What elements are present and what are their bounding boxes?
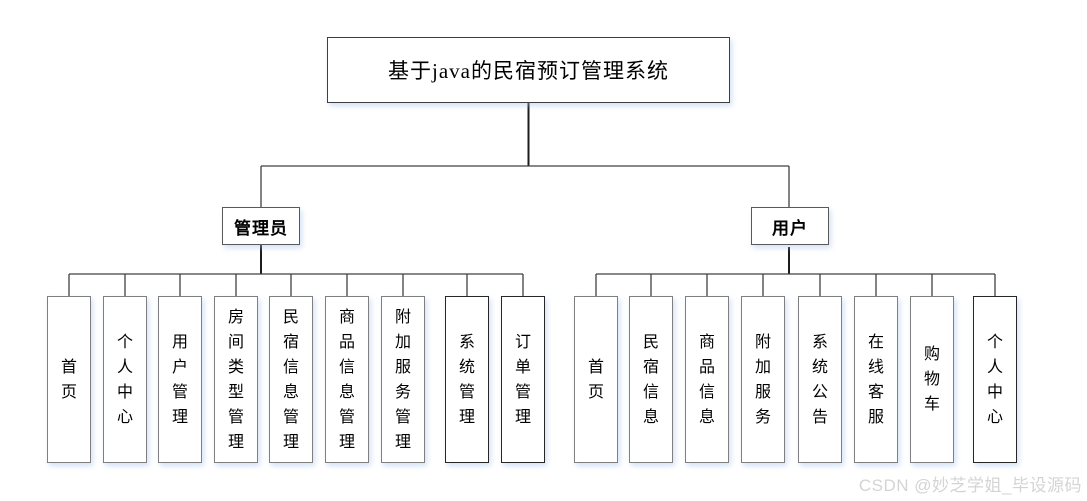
- node-admin-profile: 个 人 中 心: [103, 296, 147, 463]
- node-role-user: 用户: [751, 207, 829, 245]
- node-user-product-info: 商 品 信 息: [685, 296, 729, 463]
- leaf-label: 系 统 管 理: [458, 333, 475, 426]
- leaf-label: 订 单 管 理: [514, 333, 531, 426]
- node-user-homestay-info: 民 宿 信 息: [629, 296, 673, 463]
- leaf-label: 首 页: [587, 358, 604, 401]
- node-admin-home: 首 页: [47, 296, 91, 463]
- node-user-online-service: 在 线 客 服: [854, 296, 898, 463]
- node-admin-addon-mgmt: 附 加 服 务 管 理: [381, 296, 425, 463]
- leaf-label: 商 品 信 息: [698, 333, 715, 426]
- trunk-lines: [260, 103, 790, 274]
- node-role-admin: 管理员: [222, 207, 300, 245]
- node-user-announcement: 系 统 公 告: [798, 296, 842, 463]
- leaf-label: 个 人 中 心: [116, 333, 133, 426]
- node-admin-roomtype-mgmt: 房 间 类 型 管 理: [214, 296, 258, 463]
- leaf-label: 附 加 服 务: [754, 333, 771, 426]
- leaf-label: 民 宿 信 息: [642, 333, 659, 426]
- leaf-label: 个 人 中 心: [986, 333, 1003, 426]
- leaf-label: 购 物 车: [923, 346, 940, 413]
- node-user-addon-service: 附 加 服 务: [741, 296, 785, 463]
- csdn-watermark: CSDN @妙芝学姐_毕设源码: [858, 476, 1082, 495]
- root-title-label: 基于java的民宿预订管理系统: [388, 59, 669, 83]
- node-admin-system-mgmt: 系 统 管 理: [445, 296, 489, 463]
- leaf-label: 商 品 信 息 管 理: [338, 308, 355, 451]
- leaf-label: 首 页: [60, 358, 77, 401]
- node-admin-homestay-mgmt: 民 宿 信 息 管 理: [269, 296, 313, 463]
- node-user-cart: 购 物 车: [910, 296, 954, 463]
- node-user-profile: 个 人 中 心: [973, 296, 1017, 463]
- node-admin-user-mgmt: 用 户 管 理: [158, 296, 202, 463]
- leaf-label: 系 统 公 告: [811, 333, 828, 426]
- leaf-label: 用 户 管 理: [171, 333, 188, 426]
- node-admin-order-mgmt: 订 单 管 理: [501, 296, 545, 463]
- leaf-label: 房 间 类 型 管 理: [227, 308, 244, 451]
- branch-lines: [68, 165, 996, 297]
- leaf-label: 附 加 服 务 管 理: [394, 308, 411, 451]
- node-root-title: 基于java的民宿预订管理系统: [327, 37, 730, 103]
- leaf-label: 在 线 客 服: [867, 333, 884, 426]
- node-admin-product-mgmt: 商 品 信 息 管 理: [325, 296, 369, 463]
- role-admin-label: 管理员: [234, 218, 288, 238]
- role-user-label: 用户: [772, 218, 808, 238]
- node-user-home: 首 页: [574, 296, 618, 463]
- leaf-label: 民 宿 信 息 管 理: [282, 308, 299, 451]
